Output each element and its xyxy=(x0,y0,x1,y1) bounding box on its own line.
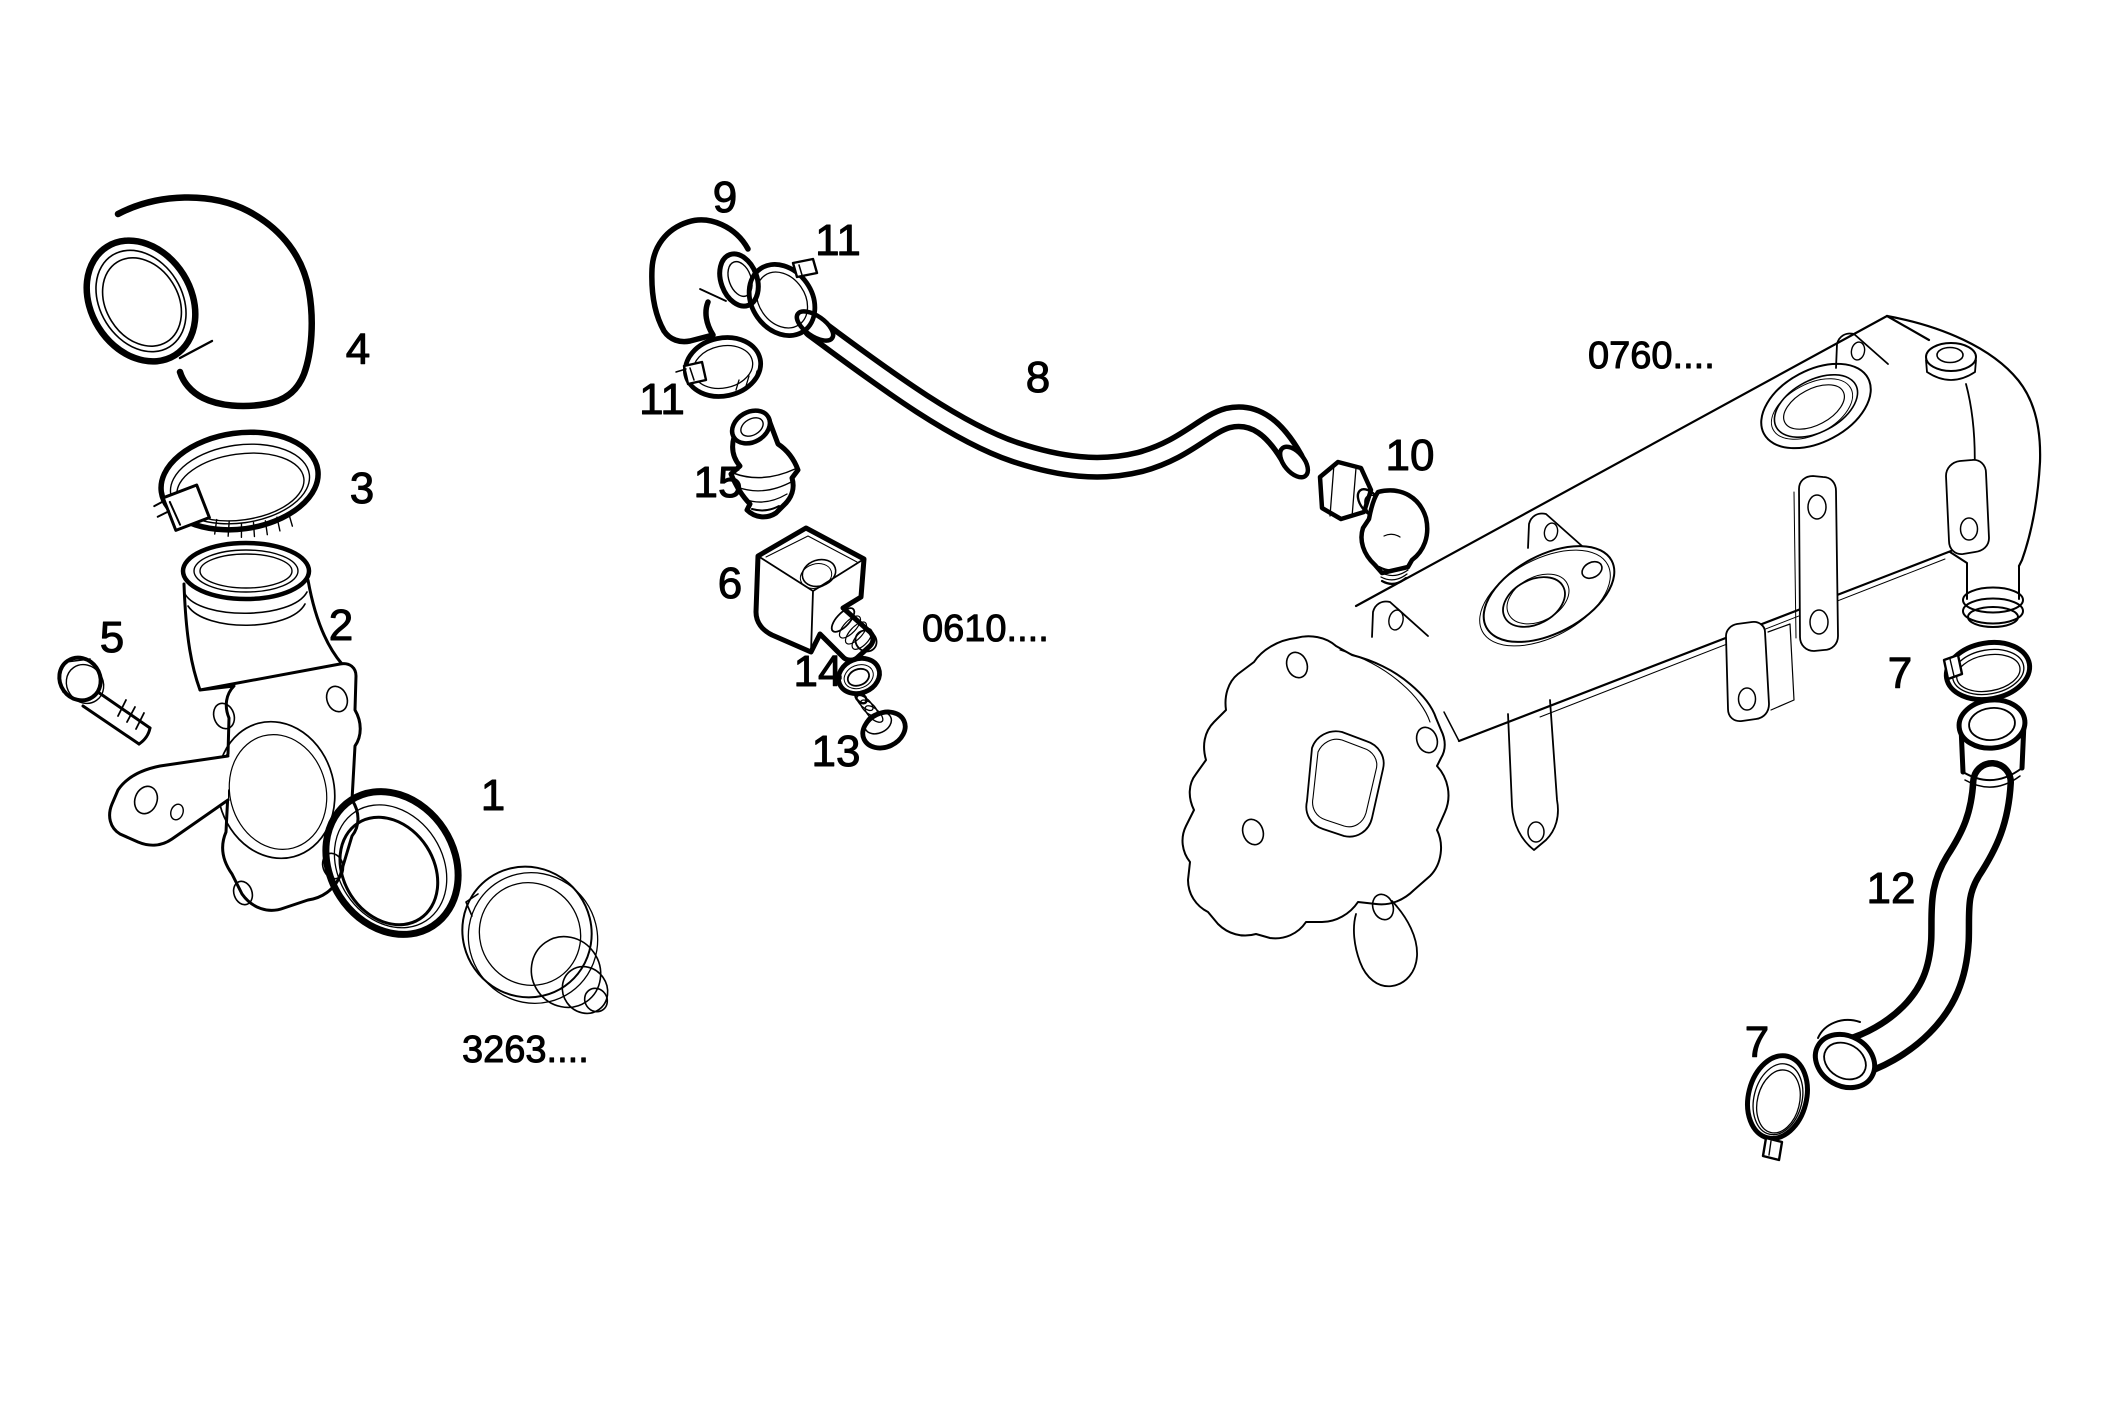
ref-code-0760: 0760.... xyxy=(1588,335,1715,377)
callout-15: 15 xyxy=(694,458,743,507)
part-4-elbow-hose xyxy=(83,194,315,410)
part-6-union-block xyxy=(753,525,878,663)
part-10-elbow-union xyxy=(1317,459,1430,585)
part-11-upper-hose-clamp xyxy=(746,257,819,338)
callout-labels: 4 3 5 2 1 3263.... 9 11 11 15 6 0610....… xyxy=(99,173,1916,1072)
callout-11-upper: 11 xyxy=(815,216,861,265)
part-2-thermostat-housing xyxy=(108,540,362,912)
part-9-elbow-hose xyxy=(649,217,761,345)
callout-14: 14 xyxy=(794,647,843,696)
part-1-seal-ring xyxy=(322,788,462,938)
part-14-washer xyxy=(836,655,882,697)
callout-6: 6 xyxy=(718,559,742,608)
ref-code-3263: 3263.... xyxy=(462,1029,589,1071)
callout-8: 8 xyxy=(1026,353,1050,402)
callout-2: 2 xyxy=(329,601,353,650)
part-5-bolt xyxy=(57,655,152,746)
part-8-pipe xyxy=(794,309,1311,480)
part-12-hose xyxy=(1812,697,2028,1091)
part-3-hose-clamp xyxy=(153,429,321,539)
heat-exchanger-body xyxy=(1354,314,2042,851)
callout-1: 1 xyxy=(481,771,505,820)
part-7-lower-hose-clamp xyxy=(1745,1053,1810,1162)
callout-5: 5 xyxy=(100,613,124,662)
ref-code-0610: 0610.... xyxy=(922,608,1049,650)
callout-7-upper: 7 xyxy=(1888,649,1912,698)
callout-9: 9 xyxy=(713,173,737,222)
heat-exchanger-front-flange xyxy=(1181,635,1450,988)
callout-3: 3 xyxy=(350,464,374,513)
part-15-hose-fitting xyxy=(728,408,801,520)
callout-12: 12 xyxy=(1867,864,1916,913)
part-11-lower-hose-clamp xyxy=(675,335,764,399)
thermostat xyxy=(461,865,609,1015)
callout-7-lower: 7 xyxy=(1745,1018,1769,1067)
part-13-plug xyxy=(854,691,908,751)
callout-11-lower: 11 xyxy=(639,375,685,424)
callout-13: 13 xyxy=(812,727,861,776)
part-7-upper-hose-clamp xyxy=(1942,639,2033,703)
callout-4: 4 xyxy=(346,325,370,374)
callout-10: 10 xyxy=(1386,431,1435,480)
